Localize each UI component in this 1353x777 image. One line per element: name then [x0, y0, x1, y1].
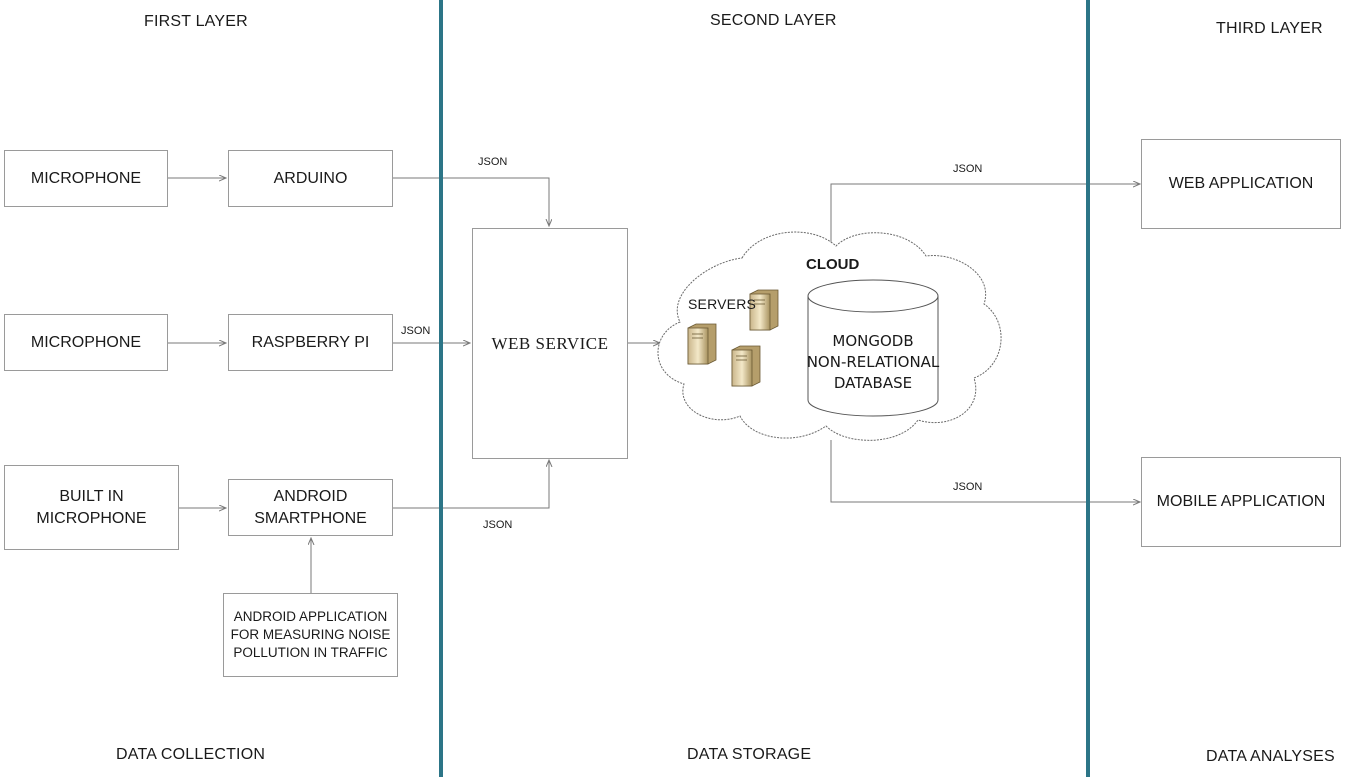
first-layer-title: FIRST LAYER	[144, 13, 248, 30]
android-label: ANDROID	[273, 487, 348, 505]
app-label-line-3: POLLUTION IN TRAFFIC	[233, 645, 388, 660]
smartphone-label: SMARTPHONE	[254, 509, 367, 527]
mobile-application-box: MOBILE APPLICATION	[1141, 457, 1341, 547]
microphone-label: MICROPHONE	[30, 169, 142, 187]
web-service-label: WEB SERVICE	[491, 333, 609, 353]
arduino-box: ARDUINO	[228, 150, 393, 207]
raspberry-pi-label: RASPBERRY PI	[251, 333, 370, 351]
third-layer-title: THIRD LAYER	[1216, 20, 1323, 37]
layer-divider-1	[439, 0, 443, 777]
second-layer-title: SECOND LAYER	[710, 12, 837, 29]
json-label-mobile-app: JSON	[953, 481, 983, 493]
microphone-box-1: MICROPHONE	[4, 150, 168, 207]
microphone-label: MICROPHONE	[30, 333, 142, 351]
cloud-title: CLOUD	[806, 256, 860, 273]
json-label-raspberry: JSON	[401, 325, 431, 337]
android-application-box: ANDROID APPLICATION FOR MEASURING NOISE …	[223, 593, 398, 677]
raspberry-pi-box: RASPBERRY PI	[228, 314, 393, 371]
data-collection-label: DATA COLLECTION	[116, 746, 266, 763]
data-analyses-label: DATA ANALYSES	[1206, 748, 1335, 765]
database-text-label: DATABASE	[833, 374, 913, 392]
json-label-web-app: JSON	[953, 163, 983, 175]
web-application-box: WEB APPLICATION	[1141, 139, 1341, 229]
android-smartphone-box: ANDROID SMARTPHONE	[228, 479, 393, 536]
server-icon	[687, 289, 779, 387]
arrow-cloud-mobileapp	[830, 440, 1140, 502]
json-label-arduino: JSON	[478, 156, 508, 168]
microphone-box-2: MICROPHONE	[4, 314, 168, 371]
data-storage-label: DATA STORAGE	[687, 746, 812, 763]
database-icon	[807, 279, 939, 417]
layer-divider-2	[1086, 0, 1090, 777]
json-label-android: JSON	[483, 519, 513, 531]
database-label: MONGODB NON-RELATIONAL DATABASE	[800, 331, 946, 394]
mobile-application-label: MOBILE APPLICATION	[1156, 493, 1326, 510]
app-label-line-2: FOR MEASURING NOISE	[230, 627, 391, 642]
servers-label: SERVERS	[688, 296, 757, 312]
built-in-microphone-box: BUILT IN MICROPHONE	[4, 465, 179, 550]
arduino-label: ARDUINO	[273, 169, 348, 187]
web-service-box: WEB SERVICE	[472, 228, 628, 459]
arrow-arduino-webservice	[393, 177, 549, 226]
non-relational-label: NON-RELATIONAL	[806, 353, 940, 371]
mongodb-label: MONGODB	[832, 332, 914, 350]
built-in-microphone-label: MICROPHONE	[36, 509, 147, 527]
app-label-line-1: ANDROID APPLICATION	[233, 609, 388, 624]
arrow-android-webservice	[393, 460, 549, 509]
built-in-label: BUILT IN	[59, 487, 124, 505]
arrow-cloud-webapp	[830, 184, 1140, 243]
web-application-label: WEB APPLICATION	[1168, 175, 1314, 192]
